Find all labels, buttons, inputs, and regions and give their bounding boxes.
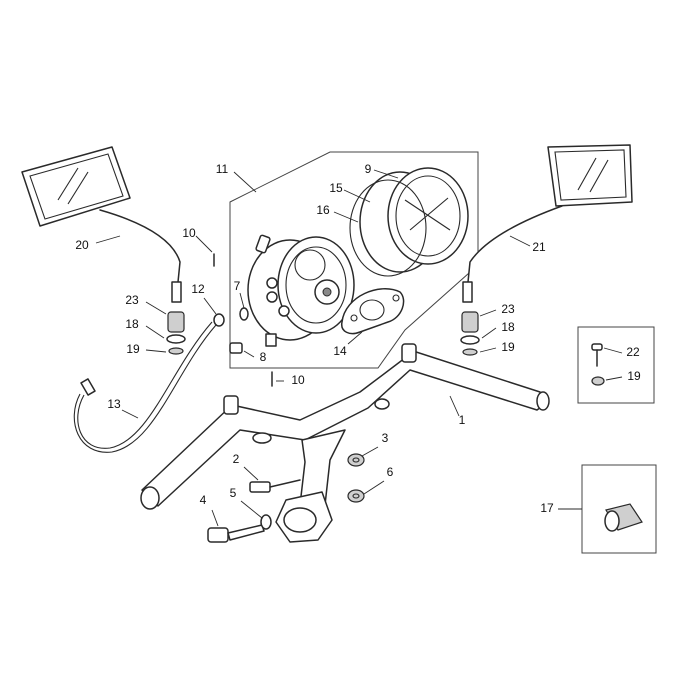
nut-3 (347, 453, 365, 467)
right-mirror (462, 144, 633, 303)
nut-6 (347, 489, 365, 503)
callout-7: 7 (234, 279, 241, 293)
callout-15: 15 (329, 181, 343, 195)
callout-18-left: 18 (125, 317, 139, 331)
instrument-cluster (247, 234, 355, 347)
callout-6: 6 (387, 465, 394, 479)
leader-lines (95, 169, 623, 527)
bar-end-plug (604, 503, 643, 532)
cluster-bracket (341, 288, 405, 335)
callout-18-right: 18 (501, 320, 515, 334)
instrument-group-frame (229, 151, 479, 369)
callout-19-right: 19 (501, 340, 515, 354)
washer-5 (260, 514, 272, 530)
gasket-16 (349, 179, 427, 277)
left-spacer-stack (166, 311, 186, 355)
speedometer-cable (73, 321, 217, 453)
callout-2: 2 (233, 452, 240, 466)
callout-19-left: 19 (126, 342, 140, 356)
callout-9: 9 (365, 162, 372, 176)
callout-20: 20 (75, 238, 89, 252)
callout-17: 17 (540, 501, 554, 515)
handlebar-riser (275, 429, 346, 543)
lens-bezel (359, 167, 469, 273)
callout-3: 3 (382, 431, 389, 445)
screw-22 (591, 343, 603, 367)
clip-12 (213, 313, 225, 327)
callout-labels: 1 2 3 4 5 6 7 8 9 10 10 11 12 13 14 15 1… (75, 162, 641, 515)
callout-5: 5 (230, 486, 237, 500)
callout-23-left: 23 (125, 293, 139, 307)
callout-12: 12 (191, 282, 205, 296)
callout-10-bottom: 10 (291, 373, 305, 387)
left-mirror (21, 146, 182, 303)
callout-14: 14 (333, 344, 347, 358)
callout-8: 8 (260, 350, 267, 364)
bulb-holder-8 (229, 342, 243, 354)
right-spacer-stack (460, 311, 480, 356)
callout-19-inset: 19 (627, 369, 641, 383)
callout-16: 16 (316, 203, 330, 217)
screw-inset-frame (577, 326, 655, 404)
callout-10-top: 10 (182, 226, 196, 240)
callout-13: 13 (107, 397, 121, 411)
callout-1: 1 (459, 413, 466, 427)
bolt-2 (249, 479, 301, 493)
callout-23-right: 23 (501, 302, 515, 316)
callout-22: 22 (626, 345, 640, 359)
callout-11: 11 (216, 162, 229, 176)
callout-21: 21 (532, 240, 546, 254)
washer-19-inset (591, 376, 605, 386)
bolt-4 (207, 524, 265, 543)
callout-4: 4 (200, 493, 207, 507)
bulb-7 (239, 307, 249, 321)
handlebar (140, 343, 550, 510)
